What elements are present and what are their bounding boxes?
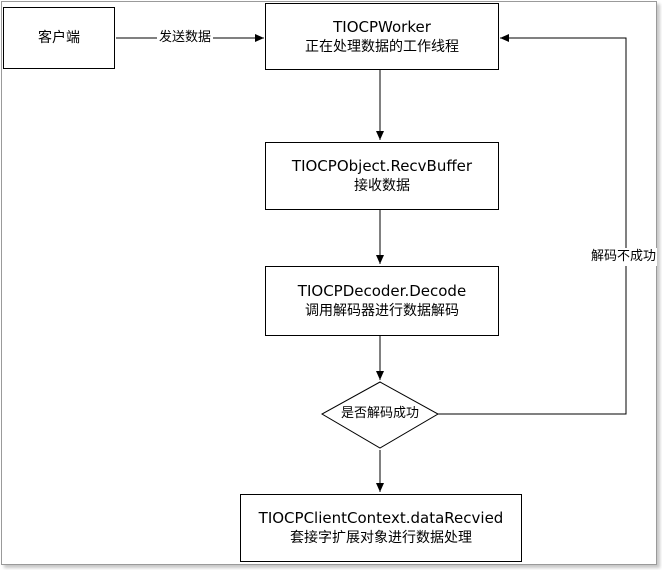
node-client-label: 客户端 xyxy=(38,30,80,46)
node-worker: TIOCPWorker 正在处理数据的工作线程 xyxy=(265,3,499,70)
node-recv-title: TIOCPObject.RecvBuffer xyxy=(291,157,473,175)
flowchart-connectors xyxy=(116,34,627,492)
node-context-title: TIOCPClientContext.dataRecvied xyxy=(258,509,504,527)
node-check-label: 是否解码成功 xyxy=(340,406,419,421)
node-decode-title: TIOCPDecoder.Decode xyxy=(297,282,467,300)
edge-check-to-worker-loop xyxy=(438,34,627,415)
node-recv-subtitle: 接收数据 xyxy=(354,178,410,194)
node-context: TIOCPClientContext.dataRecvied 套接字扩展对象进行… xyxy=(240,494,522,562)
edge-send-label: 发送数据 xyxy=(157,30,214,46)
decision-diamond xyxy=(320,381,440,449)
node-decode: TIOCPDecoder.Decode 调用解码器进行数据解码 xyxy=(265,266,499,336)
node-recv: TIOCPObject.RecvBuffer 接收数据 xyxy=(265,142,499,210)
node-worker-title: TIOCPWorker xyxy=(333,17,431,36)
node-worker-subtitle: 正在处理数据的工作线程 xyxy=(305,38,459,55)
node-client: 客户端 xyxy=(3,7,115,69)
node-context-subtitle: 套接字扩展对象进行数据处理 xyxy=(290,530,472,546)
node-decode-subtitle: 调用解码器进行数据解码 xyxy=(305,303,459,319)
edge-fail-label: 解码不成功 xyxy=(590,248,658,266)
